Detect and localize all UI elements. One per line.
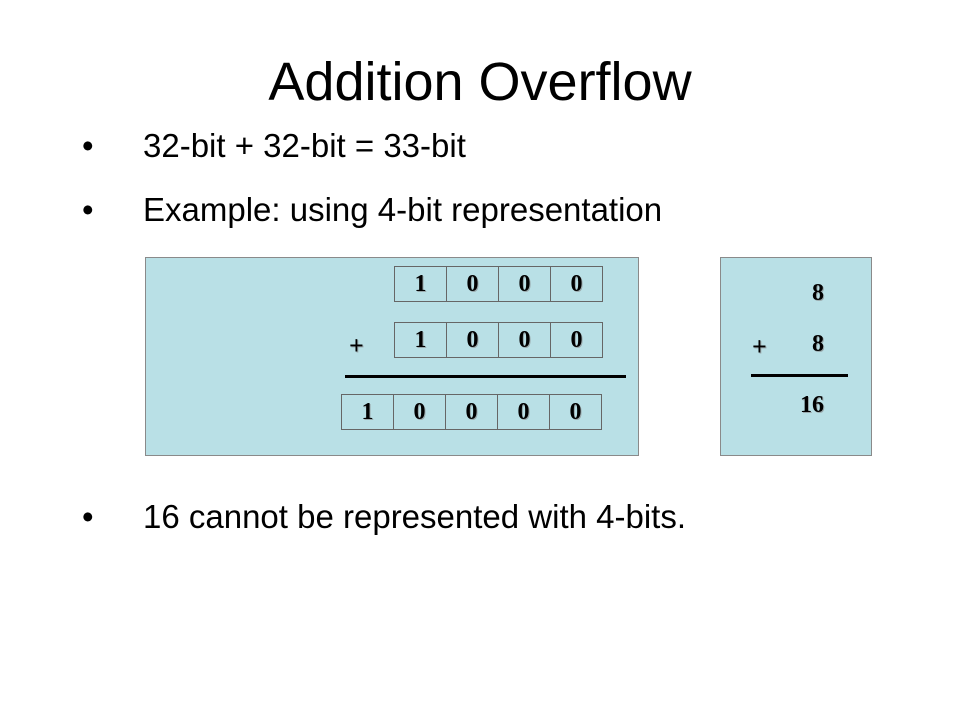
binary-sum: 1 0 0 0 0: [341, 394, 602, 430]
sum-divider-line: [345, 375, 626, 378]
bit-cell: 0: [550, 322, 603, 358]
binary-operand-b: 1 0 0 0: [394, 322, 603, 358]
bit-cell: 1: [394, 266, 447, 302]
bullet-item: • 32-bit + 32-bit = 33-bit: [82, 129, 466, 162]
bit-cell: 0: [498, 266, 551, 302]
bullet-marker: •: [82, 191, 94, 228]
decimal-addition-panel: 8 + 8 16: [720, 257, 872, 456]
bullet-text: 16 cannot be represented with 4-bits.: [143, 498, 687, 535]
bit-cell: 0: [393, 394, 446, 430]
bit-cell: 0: [445, 394, 498, 430]
decimal-sum: 16: [800, 392, 824, 418]
sum-divider-line: [751, 374, 848, 377]
bullet-item: • 16 cannot be represented with 4-bits.: [82, 500, 686, 533]
decimal-operand-b: 8: [812, 331, 824, 357]
bullet-marker: •: [82, 127, 94, 164]
bit-cell: 0: [497, 394, 550, 430]
plus-sign: +: [349, 331, 364, 360]
bit-cell: 1: [341, 394, 394, 430]
decimal-operand-a: 8: [812, 280, 824, 306]
bit-cell: 0: [549, 394, 602, 430]
bullet-text: Example: using 4-bit representation: [143, 191, 663, 228]
bullet-marker: •: [82, 498, 94, 535]
bullet-text: 32-bit + 32-bit = 33-bit: [143, 127, 466, 164]
bullet-item: • Example: using 4-bit representation: [82, 193, 662, 226]
bit-cell: 0: [446, 266, 499, 302]
bit-cell: 0: [550, 266, 603, 302]
binary-operand-a: 1 0 0 0: [394, 266, 603, 302]
bit-cell: 0: [446, 322, 499, 358]
plus-sign: +: [752, 332, 767, 361]
slide-title: Addition Overflow: [268, 52, 692, 112]
bit-cell: 1: [394, 322, 447, 358]
binary-addition-panel: 1 0 0 0 + 1 0 0 0 1 0 0 0 0: [145, 257, 639, 456]
bit-cell: 0: [498, 322, 551, 358]
